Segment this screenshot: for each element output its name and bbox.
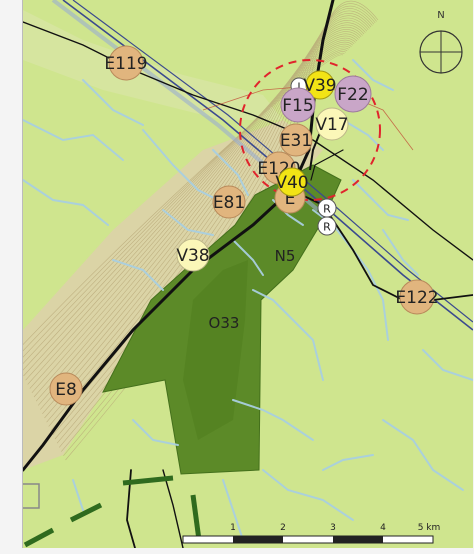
scale-segment xyxy=(233,536,283,543)
marker-label: E8 xyxy=(55,380,77,400)
marker-v17[interactable]: V17 xyxy=(315,107,349,141)
marker-label: V39 xyxy=(303,76,336,96)
marker-e119[interactable]: E119 xyxy=(104,45,148,81)
marker-label: I xyxy=(297,81,300,94)
scale-segment xyxy=(333,536,383,543)
area-label-N5: N5 xyxy=(275,247,296,265)
marker-label: E31 xyxy=(280,131,312,151)
marker-label: E xyxy=(285,189,296,209)
marker-f22[interactable]: F22 xyxy=(334,75,372,113)
marker-e122[interactable]: E122 xyxy=(395,279,439,315)
marker-label: R xyxy=(323,203,331,216)
marker-label: E119 xyxy=(104,54,147,74)
marker-label: R xyxy=(323,221,331,234)
scale-label: 3 xyxy=(330,523,336,533)
north-arrow: N xyxy=(419,10,463,74)
marker-f15[interactable]: F15 xyxy=(280,87,316,123)
marker-label: V40 xyxy=(275,173,308,193)
dashed-study-circle xyxy=(239,59,381,201)
marker-label: V17 xyxy=(315,115,348,135)
marker-r1[interactable]: R xyxy=(317,198,337,218)
marker-label: V38 xyxy=(176,246,209,266)
marker-v38[interactable]: V38 xyxy=(176,238,210,272)
north-label: N xyxy=(437,10,444,21)
protected-area-texture xyxy=(183,260,248,440)
scale-bar: 1 2 3 4 5 km xyxy=(182,523,441,544)
scale-label: 2 xyxy=(280,523,286,533)
scale-label: 1 xyxy=(230,523,236,533)
marker-v40[interactable]: V40 xyxy=(275,167,309,197)
map-tool-square[interactable] xyxy=(23,483,40,509)
marker-e8[interactable]: E8 xyxy=(49,372,83,406)
marker-label: E122 xyxy=(395,288,438,308)
area-label-O33: O33 xyxy=(209,314,240,332)
marker-v39[interactable]: V39 xyxy=(303,70,337,100)
scale-label: 4 xyxy=(380,523,386,533)
marker-label: E81 xyxy=(213,193,245,213)
terrain-band-upper xyxy=(23,10,283,120)
green-border-dashes xyxy=(23,475,202,548)
marker-e81[interactable]: E81 xyxy=(212,185,246,219)
marker-label: F15 xyxy=(282,96,313,116)
marker-r2[interactable]: R xyxy=(317,216,337,236)
marker-label: F22 xyxy=(337,85,368,105)
scale-label: 5 km xyxy=(418,523,441,533)
marker-e31[interactable]: E31 xyxy=(279,123,313,157)
